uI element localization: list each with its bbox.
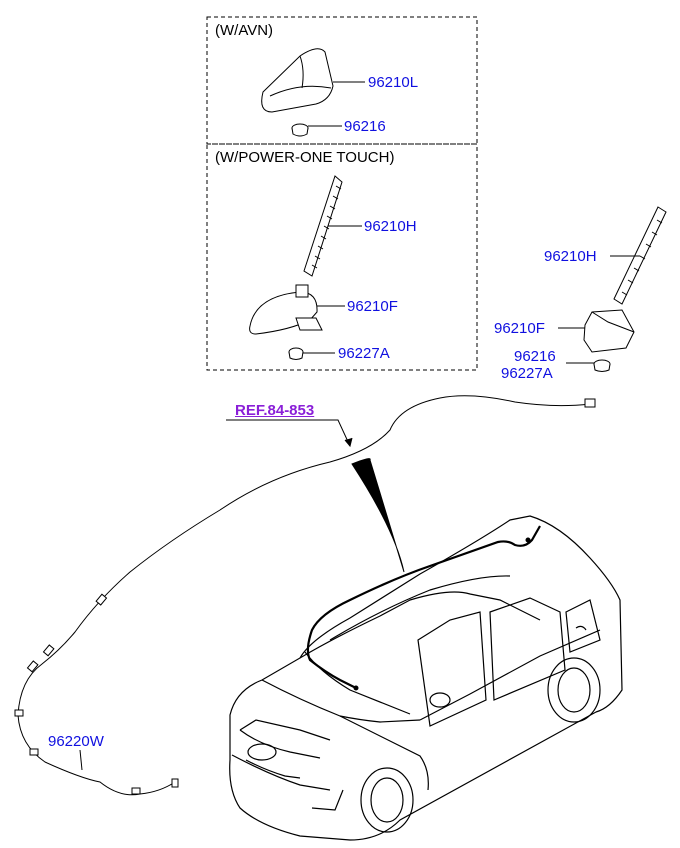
feeder-cable — [14, 395, 596, 796]
power-variant-box — [206, 143, 478, 371]
label-96210H-std[interactable]: 96210H — [544, 248, 597, 265]
reference-link[interactable]: REF.84-853 — [235, 402, 315, 419]
power-variant-header: (W/POWER-ONE TOUCH) — [215, 149, 395, 166]
callout-wedge — [351, 458, 405, 573]
shark-antenna-avn — [261, 48, 334, 137]
avn-variant-header: (W/AVN) — [215, 22, 274, 39]
label-96227A-std[interactable]: 96227A — [501, 365, 553, 382]
reference-leader — [226, 419, 351, 447]
vehicle-illustration — [229, 515, 623, 841]
roof-cable — [306, 525, 541, 689]
label-96227A-power[interactable]: 96227A — [338, 345, 390, 362]
base-power — [249, 284, 323, 360]
label-96216-std[interactable]: 96216 — [514, 348, 556, 365]
label-96210F-std[interactable]: 96210F — [494, 320, 545, 337]
label-96210L[interactable]: 96210L — [368, 74, 419, 91]
label-96220W[interactable]: 96220W — [48, 733, 104, 750]
rod-antenna-power — [303, 175, 343, 277]
leader-96220W — [79, 749, 83, 771]
label-96210F-power[interactable]: 96210F — [347, 298, 398, 315]
label-96216-avn[interactable]: 96216 — [344, 118, 386, 135]
label-96210H-power[interactable]: 96210H — [364, 218, 417, 235]
base-std — [583, 309, 635, 372]
